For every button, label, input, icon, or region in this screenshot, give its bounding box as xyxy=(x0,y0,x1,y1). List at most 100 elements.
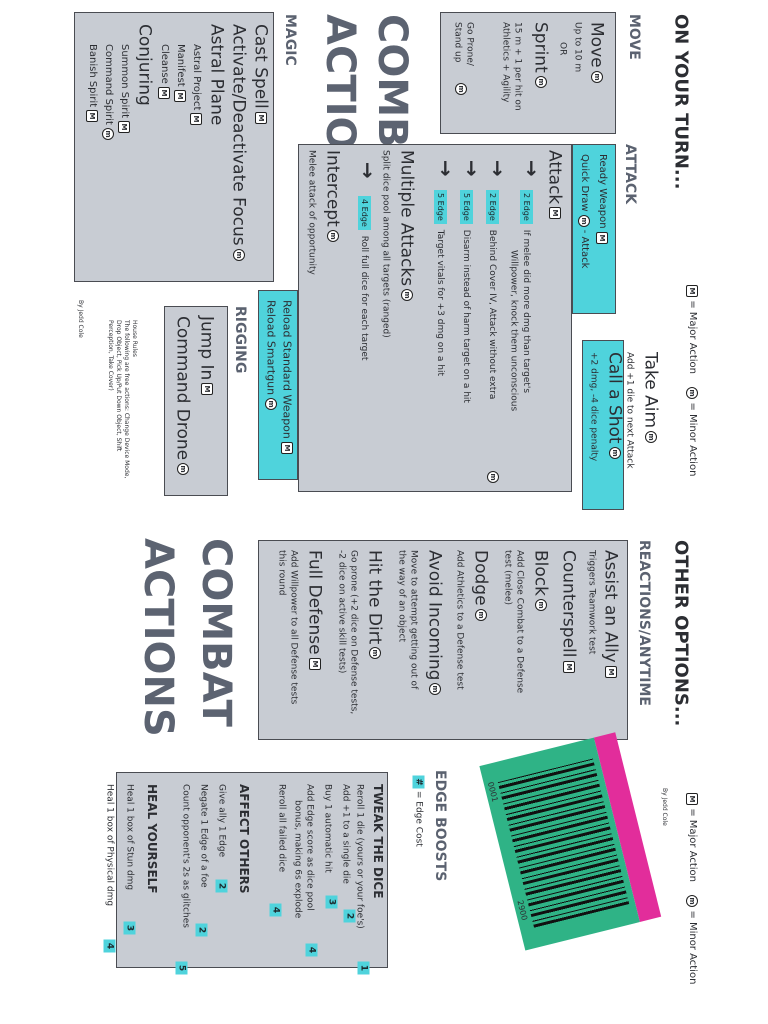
minor-icon: m xyxy=(232,248,245,261)
full-sub2: this round xyxy=(276,550,287,596)
tweak-item-3: Buy 1 automatic hit xyxy=(322,784,333,873)
section-magic: MAGIC xyxy=(282,14,299,66)
edge-cost-4: 5 Edge xyxy=(434,190,448,224)
block-sub1: Add Close Combat to a Defense xyxy=(514,550,525,694)
minor-action-icon: m xyxy=(686,895,698,908)
astral-project: Astral Project xyxy=(191,44,202,111)
magic-conjuring: Conjuring xyxy=(134,24,155,106)
major-icon: M xyxy=(158,86,170,99)
major-icon: M xyxy=(308,657,321,670)
section-rigging: RIGGING xyxy=(232,306,249,374)
major-action-icon: M xyxy=(686,285,698,297)
assist-sub: Triggers Teamwork test xyxy=(586,550,597,655)
avoid-incoming: Avoid Incoming xyxy=(424,550,445,681)
avoid-sub1: Move to attempt getting out of xyxy=(408,550,419,690)
minor-icon: m xyxy=(264,398,277,411)
tweak-cost-3: 3 xyxy=(325,895,338,909)
arrow-icon: → xyxy=(520,160,544,177)
heal-yourself-heading: HEAL YOURSELF xyxy=(144,784,159,894)
arrow-icon: → xyxy=(460,160,484,177)
tweak-item-2: Add +1 to a single die xyxy=(340,784,351,884)
multi-edge-cost: 4 Edge xyxy=(358,196,372,230)
minor-icon: m xyxy=(400,289,413,302)
major-icon: M xyxy=(280,441,293,454)
dodge: Dodge xyxy=(470,550,491,606)
astral-cleanse: Cleanse xyxy=(159,44,170,84)
edge-text-1: If melee did more dmg than target's xyxy=(521,229,532,394)
minor-action-icon: m xyxy=(686,387,698,400)
ready-weapon: Ready Weapon xyxy=(597,154,608,229)
edge-cost-3: 5 Edge xyxy=(460,190,474,224)
major-icon: M xyxy=(548,207,561,220)
reload-smartgun: Reload Smartgun xyxy=(264,300,278,396)
credit-right: By Jedd Cole xyxy=(660,788,668,826)
take-aim-box xyxy=(582,340,624,510)
arrow-icon: → xyxy=(486,160,510,177)
tweak-cost-4: 4 xyxy=(305,943,318,957)
multi-edge-text: Roll full dice for each target xyxy=(359,235,370,361)
dirt-sub2: -2 dice on active skill tests) xyxy=(336,550,347,674)
counterspell: Counterspell xyxy=(558,550,579,658)
edge-cost-legend: # xyxy=(412,775,425,789)
minor-icon: m xyxy=(608,446,621,459)
house-rules-l3: Perception, Take Cover) xyxy=(106,320,114,391)
sprint-title: Sprint xyxy=(530,22,551,73)
edge-cost-1: 2 Edge xyxy=(520,190,534,224)
tweak-cost-2: 2 xyxy=(343,909,356,923)
minor-icon: m xyxy=(102,127,114,140)
tweak-cost-5: 4 xyxy=(269,903,282,917)
astral-manifest: Manifest xyxy=(175,44,186,87)
heal-cost-2: 4 xyxy=(103,939,116,953)
call-shot: Call a Shot xyxy=(604,352,625,444)
minor-icon: m xyxy=(474,608,487,621)
major-icon: M xyxy=(118,121,130,134)
quick-draw: Quick Draw xyxy=(579,154,590,212)
tweak-item-4: Add Edge score as dice pool xyxy=(304,784,315,911)
assist-ally: Assist an Ally xyxy=(600,550,621,663)
magic-cast-spell: Cast Spell xyxy=(250,24,271,109)
heal-cost-1: 3 xyxy=(123,921,136,935)
house-rules-l1: The following are free actions: Change D… xyxy=(122,320,130,479)
magic-astral-plane: Astral Plane xyxy=(206,24,227,126)
edge-cost-2: 2 Edge xyxy=(486,190,500,224)
edge-cost-label: = Edge Cost xyxy=(413,790,424,847)
multiple-sub: Split dice pool among all targets (range… xyxy=(380,150,391,338)
reload-standard: Reload Standard Weapon xyxy=(280,300,294,439)
jump-in: Jump In xyxy=(196,316,217,381)
minor-icon: m xyxy=(368,647,381,660)
tweak-item-5: Reroll all failed dice xyxy=(276,784,287,873)
major-icon: M xyxy=(86,110,98,123)
move-title: Move xyxy=(586,22,607,68)
minor-icon: m xyxy=(578,214,590,227)
major-icon: M xyxy=(604,665,617,678)
legend-major-label: = Major Action xyxy=(687,300,698,375)
title-line2-right: ACTIONS xyxy=(135,538,181,737)
dirt-sub1: Go prone (+2 dice on Defense tests, xyxy=(348,550,359,715)
edge-text-3: Disarm instead of harm target on a hit xyxy=(461,229,472,403)
move-or: OR xyxy=(557,42,568,56)
minor-icon: m xyxy=(176,463,189,476)
affect-item-3: Count opponent's 2s as glitches xyxy=(180,784,191,928)
full-defense: Full Defense xyxy=(304,550,325,655)
minor-icon: m xyxy=(455,83,468,95)
minor-icon: m xyxy=(487,471,500,483)
intercept: Intercept xyxy=(322,150,343,227)
major-icon: M xyxy=(254,111,267,124)
affect-cost-3: 5 xyxy=(175,961,188,975)
intercept-sub: Melee attack of opportunity xyxy=(306,150,317,275)
summon-spirit: Summon Spirit xyxy=(119,44,130,119)
arrow-icon: → xyxy=(434,160,458,177)
block-sub2: test (melee) xyxy=(502,550,513,606)
heal-item-1: Heal 1 box of Stun dmg xyxy=(124,784,135,891)
take-aim: Take Aim xyxy=(640,352,661,429)
block: Block xyxy=(530,550,551,596)
section-reactions: REACTIONS/ANYTIME xyxy=(636,540,653,706)
call-shot-sub: +2 dmg, -4 dice penalty xyxy=(588,352,599,462)
major-action-icon: M xyxy=(686,793,698,805)
major-icon: M xyxy=(200,383,213,396)
tweak-item-1: Reroll 1 die (yours or your foe's) xyxy=(354,784,365,929)
edge-text-2: Behind Cover IV, Attack without extra xyxy=(487,229,498,400)
legend-minor-label: = Minor Action xyxy=(687,910,698,985)
ready-weapon-box xyxy=(572,144,616,314)
banish-spirit: Banish Spirit xyxy=(87,44,98,108)
